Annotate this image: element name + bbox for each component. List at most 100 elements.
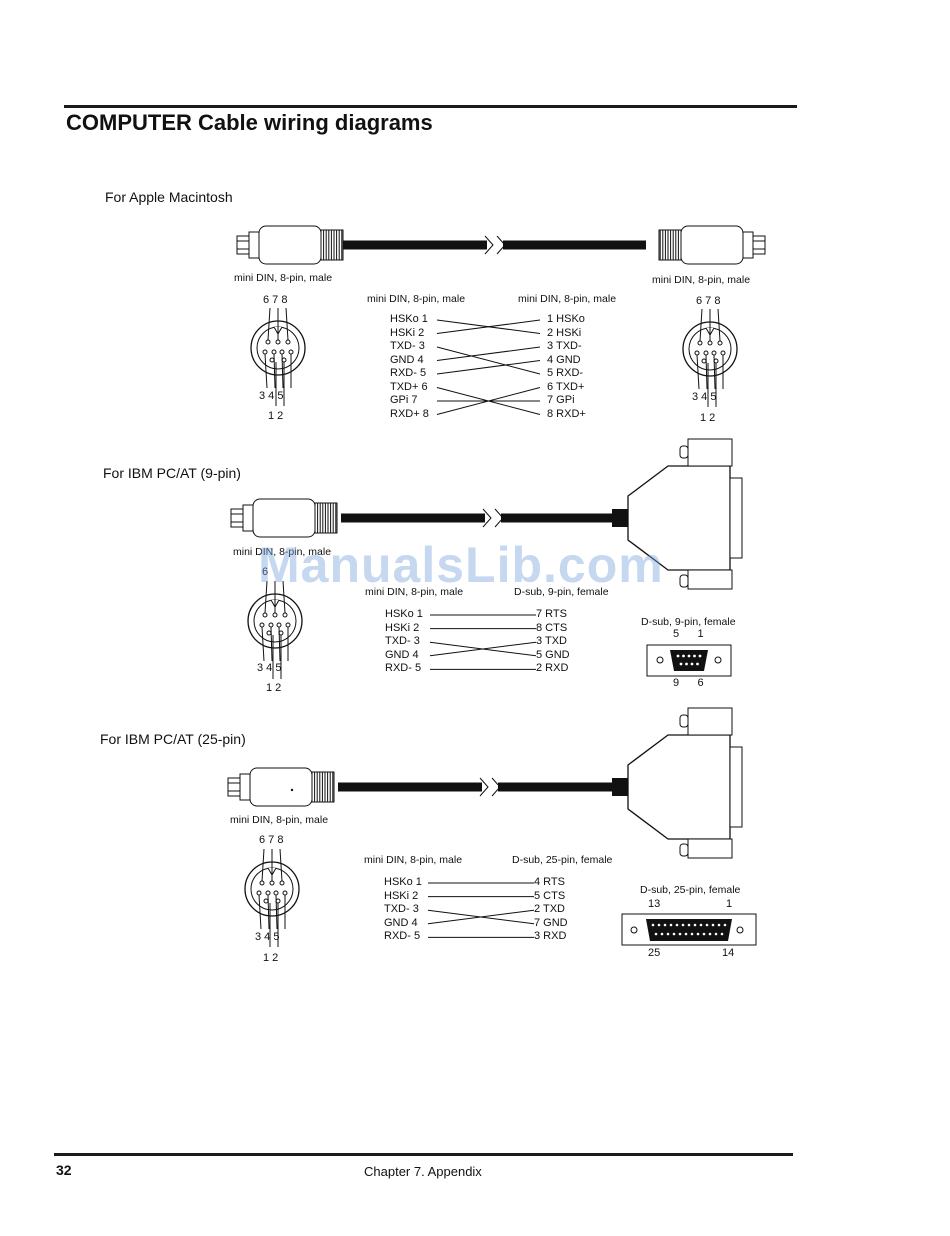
pc25-small-dsub-pin [711,923,715,927]
pin-label: GND 4 [390,353,424,366]
mac-right-din-face-pin-dot [711,350,717,356]
mac-table-right-header: mini DIN, 8-pin, male [518,293,617,305]
pc25-small-dsub-pin [675,923,679,927]
mac-right-connector-label: mini DIN, 8-pin, male [652,274,751,286]
mac-wire [436,360,541,375]
pin-label: 5 RXD- [547,367,584,379]
pc25-small-dsub-pin [681,923,685,927]
pc25-dsub-screw-head [679,843,689,857]
mac-heading: For Apple Macintosh [105,189,233,205]
pc9-din-face-lead [270,626,273,662]
mac-right-din-face-pin-dot [694,350,700,356]
pc9-din-face-pin-dot [259,622,265,628]
mac-left-din-mid-numbers: 3 4 5 [259,390,284,402]
pin-label: TXD- 3 [384,903,419,915]
mac-right-din-face-lead [717,308,721,342]
page-title: COMPUTER Cable wiring diagrams [66,110,433,135]
mac-left-din-face-pin-dot [285,339,291,345]
pc25-dsub-top-left-number: 13 [648,898,661,910]
pc25-dsub-bottom-left-number: 25 [648,947,661,959]
pc25-left-plug-body [249,767,313,807]
pc9-left-plug-body [252,498,316,538]
pc25-small-dsub-shell [646,919,732,941]
pc9-table-right-header: D-sub, 9-pin, female [514,586,609,598]
pc9-din-face-pin-dot [282,612,288,618]
pc25-cable-break-mark [491,777,501,797]
mac-left-din-face-pin-dot [279,349,285,355]
pin-label: HSKi 2 [384,889,419,902]
pc9-dsub-screw-block [687,569,733,590]
mac-right-plug-shell [742,231,754,259]
pc9-dsub-screw-head [679,574,689,588]
pc9-din-face-pin-dot [268,622,274,628]
mac-right-din-face-pin-dot [707,340,713,346]
mac-right-plug-body [680,225,744,265]
mac-left-din-top-numbers: 6 7 8 [263,294,288,306]
pin-label: 5 GND [536,648,570,661]
pc9-din-bot-numbers: 1 2 [266,682,282,694]
pin-label: TXD- 3 [390,340,425,352]
pc9-din-face-pin-dot [272,612,278,618]
pc25-dsub-screw-block [687,838,733,859]
mac-left-connector-label: mini DIN, 8-pin, male [234,272,333,284]
mac-right-din-face-lead [713,354,716,390]
pc25-small-dsub-pin [696,932,700,936]
pin-label: GND 4 [385,648,419,661]
watermark: ManualsLib.com [258,537,664,593]
pin-label: RXD- 5 [384,930,421,942]
pin-label: 7 GND [534,916,568,929]
pc25-din-face-lead [261,848,265,882]
pc25-cable-segment [338,782,482,792]
pc9-din-face-pin-dot [266,630,272,636]
pin-label: RXD+ 8 [390,407,429,420]
pc9-small-dsub-pin [682,654,685,658]
pc25-small-dsub-pin [684,932,688,936]
pc9-small-dsub-pin [676,654,680,658]
pc25-dsub-screw-head [679,714,689,728]
mac-left-din-face-pin-dot [262,349,268,355]
pin-label: RXD- 5 [385,662,422,674]
pc25-din-face-pin-dot [265,890,271,896]
pc25-din-face-lead [267,894,270,930]
pc25-small-dsub-pin [720,932,724,936]
mac-left-din-face-lead [281,353,284,389]
pc25-left-plug-shell [239,773,251,801]
pc9-cable-break-mark [494,508,504,528]
mac-wire [436,346,541,375]
footer-rule [54,1153,793,1156]
pc9-small-dsub-hole [656,656,664,664]
pin-label: HSKo 1 [384,876,422,888]
pc25-small-dsub-pin [666,932,670,936]
mac-right-din-face-pin-dot [703,350,709,356]
pin-label: 7 GPi [547,394,575,406]
mac-table-left-header: mini DIN, 8-pin, male [367,293,466,305]
pc25-dsub-label: D-sub, 25-pin, female [640,884,741,896]
pc25-din-face-pin-dot [279,880,285,886]
pc9-left-plug-pin-housing [230,508,244,528]
pc25-small-dsub-pin [678,932,682,936]
pc25-din-face-lead [275,894,278,930]
pc9-din-face-lead [278,626,281,662]
pc25-small-dsub-pin [702,932,706,936]
pin-label: TXD+ 6 [390,380,428,393]
pc25-wire [427,909,535,925]
mac-cable-break-mark [484,235,494,255]
pc9-small-dsub-pin [690,662,694,666]
mac-left-pin-list: HSKo 1 HSKi 2 TXD- 3 GND 4 RXD- 5 TXD+ 6… [390,313,429,421]
pc25-din-top-numbers: 6 7 8 [259,834,284,846]
pc25-small-dsub-pin [705,923,709,927]
pc25-table-left-header: mini DIN, 8-pin, male [364,854,463,866]
pin-label: 2 TXD [534,903,565,915]
pc25-dsub-collar [612,778,628,796]
mac-right-pin-list: 1 HSKo 2 HSKi 3 TXD- 4 GND 5 RXD- 6 TXD+… [547,313,586,421]
pc9-small-dsub-pin [696,662,699,666]
pc25-small-dsub-pin [687,923,691,927]
pc25-left-plug-relief [311,771,335,803]
mac-cable-break-mark [496,235,506,255]
mac-right-din-face-pin-dot [720,350,726,356]
pc9-left-plug-shell [242,504,254,532]
mac-right-din-top-numbers: 6 7 8 [696,295,721,307]
pc25-din-face-pin-dot [273,890,279,896]
pin-label: 2 HSKi [547,326,582,339]
